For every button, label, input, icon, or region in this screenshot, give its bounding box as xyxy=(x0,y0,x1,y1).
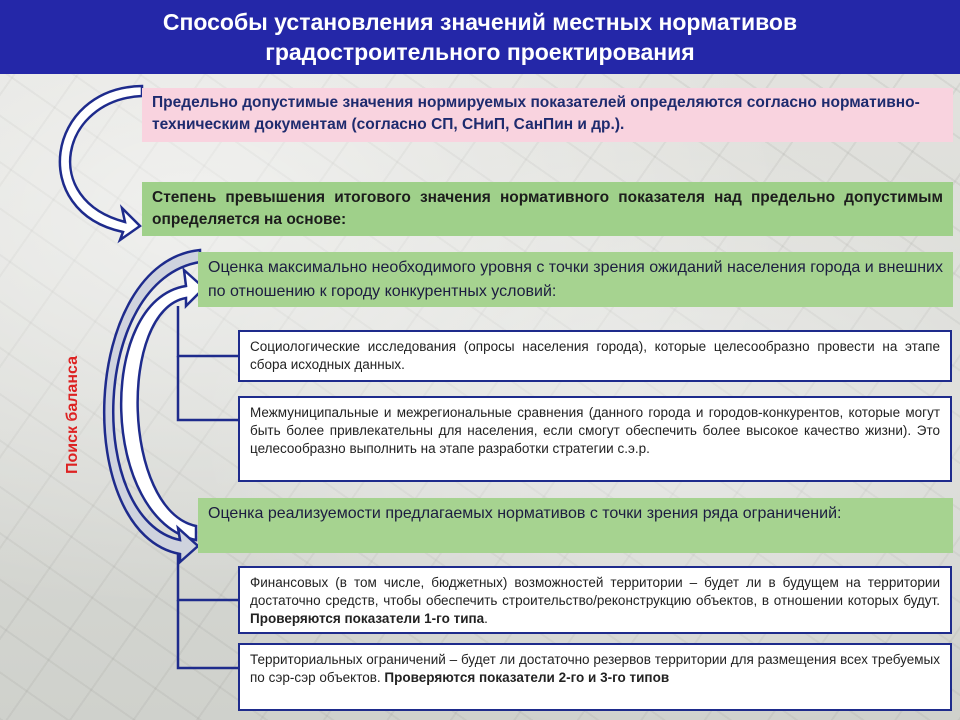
slide-title: Способы установления значений местных но… xyxy=(0,0,960,74)
excess-degree-box: Степень превышения итогового значения но… xyxy=(142,182,953,236)
intermunicipal-comparison-box: Межмуниципальные и межрегиональные сравн… xyxy=(238,396,952,482)
financial-text: Финансовых (в том числе, бюджетных) возм… xyxy=(250,575,940,608)
watermark: MyShared xyxy=(750,660,865,687)
period: . xyxy=(484,611,488,626)
balance-arrow-up xyxy=(119,266,206,542)
financial-constraints-box: Финансовых (в том числе, бюджетных) возм… xyxy=(238,566,952,634)
title-line-2: градостроительного проектирования xyxy=(265,39,695,65)
balance-arrow-down xyxy=(102,248,202,565)
connector-lines xyxy=(176,306,238,670)
financial-check-note: Проверяются показатели 1-го типа xyxy=(250,611,485,626)
top-curved-arrow xyxy=(58,84,144,244)
normative-limits-box: Предельно допустимые значения нормируемы… xyxy=(142,88,953,142)
territorial-check-note: Проверяются показатели 2-го и 3-го типов xyxy=(384,670,670,685)
feasibility-assessment-box: Оценка реализуемости предлагаемых нормат… xyxy=(198,498,953,553)
territorial-text: Территориальных ограничений – будет ли д… xyxy=(250,652,940,685)
title-line-1: Способы установления значений местных но… xyxy=(162,9,798,35)
territorial-constraints-box: Территориальных ограничений – будет ли д… xyxy=(238,643,952,711)
max-level-assessment-box: Оценка максимально необходимого уровня с… xyxy=(198,252,953,307)
sociological-research-box: Социологические исследования (опросы нас… xyxy=(238,330,952,382)
balance-search-label: Поиск баланса xyxy=(64,356,81,474)
